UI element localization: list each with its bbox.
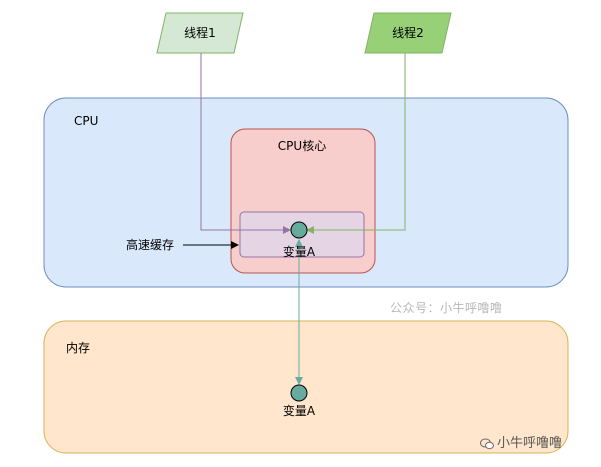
thread1-shape: [156, 12, 244, 54]
brand-badge: 小牛呼噜噜: [480, 437, 562, 451]
thread1-arrow: [200, 53, 291, 234]
thread2-label: 线程2: [392, 26, 424, 40]
brand-text: 小牛呼噜噜: [497, 436, 563, 451]
watermark-text: 公众号：小牛呼噜噜: [390, 301, 503, 315]
thread2-shape: [364, 12, 452, 54]
variable-in-cache-node: [290, 221, 308, 239]
memory-label: 内存: [66, 341, 91, 355]
thread2-arrow: [306, 53, 406, 234]
wechat-icon: [480, 438, 494, 450]
variable-in-memory-node: [290, 384, 308, 402]
variable-in-cache-label: 变量A: [282, 245, 316, 259]
cache-label: 高速缓存: [126, 238, 175, 252]
variable-in-memory-label: 变量A: [282, 404, 316, 418]
cpu-core-label: CPU核心: [277, 139, 327, 153]
cpu-label: CPU: [74, 114, 99, 128]
thread1-label: 线程1: [184, 26, 216, 40]
memory-container: [43, 320, 569, 454]
